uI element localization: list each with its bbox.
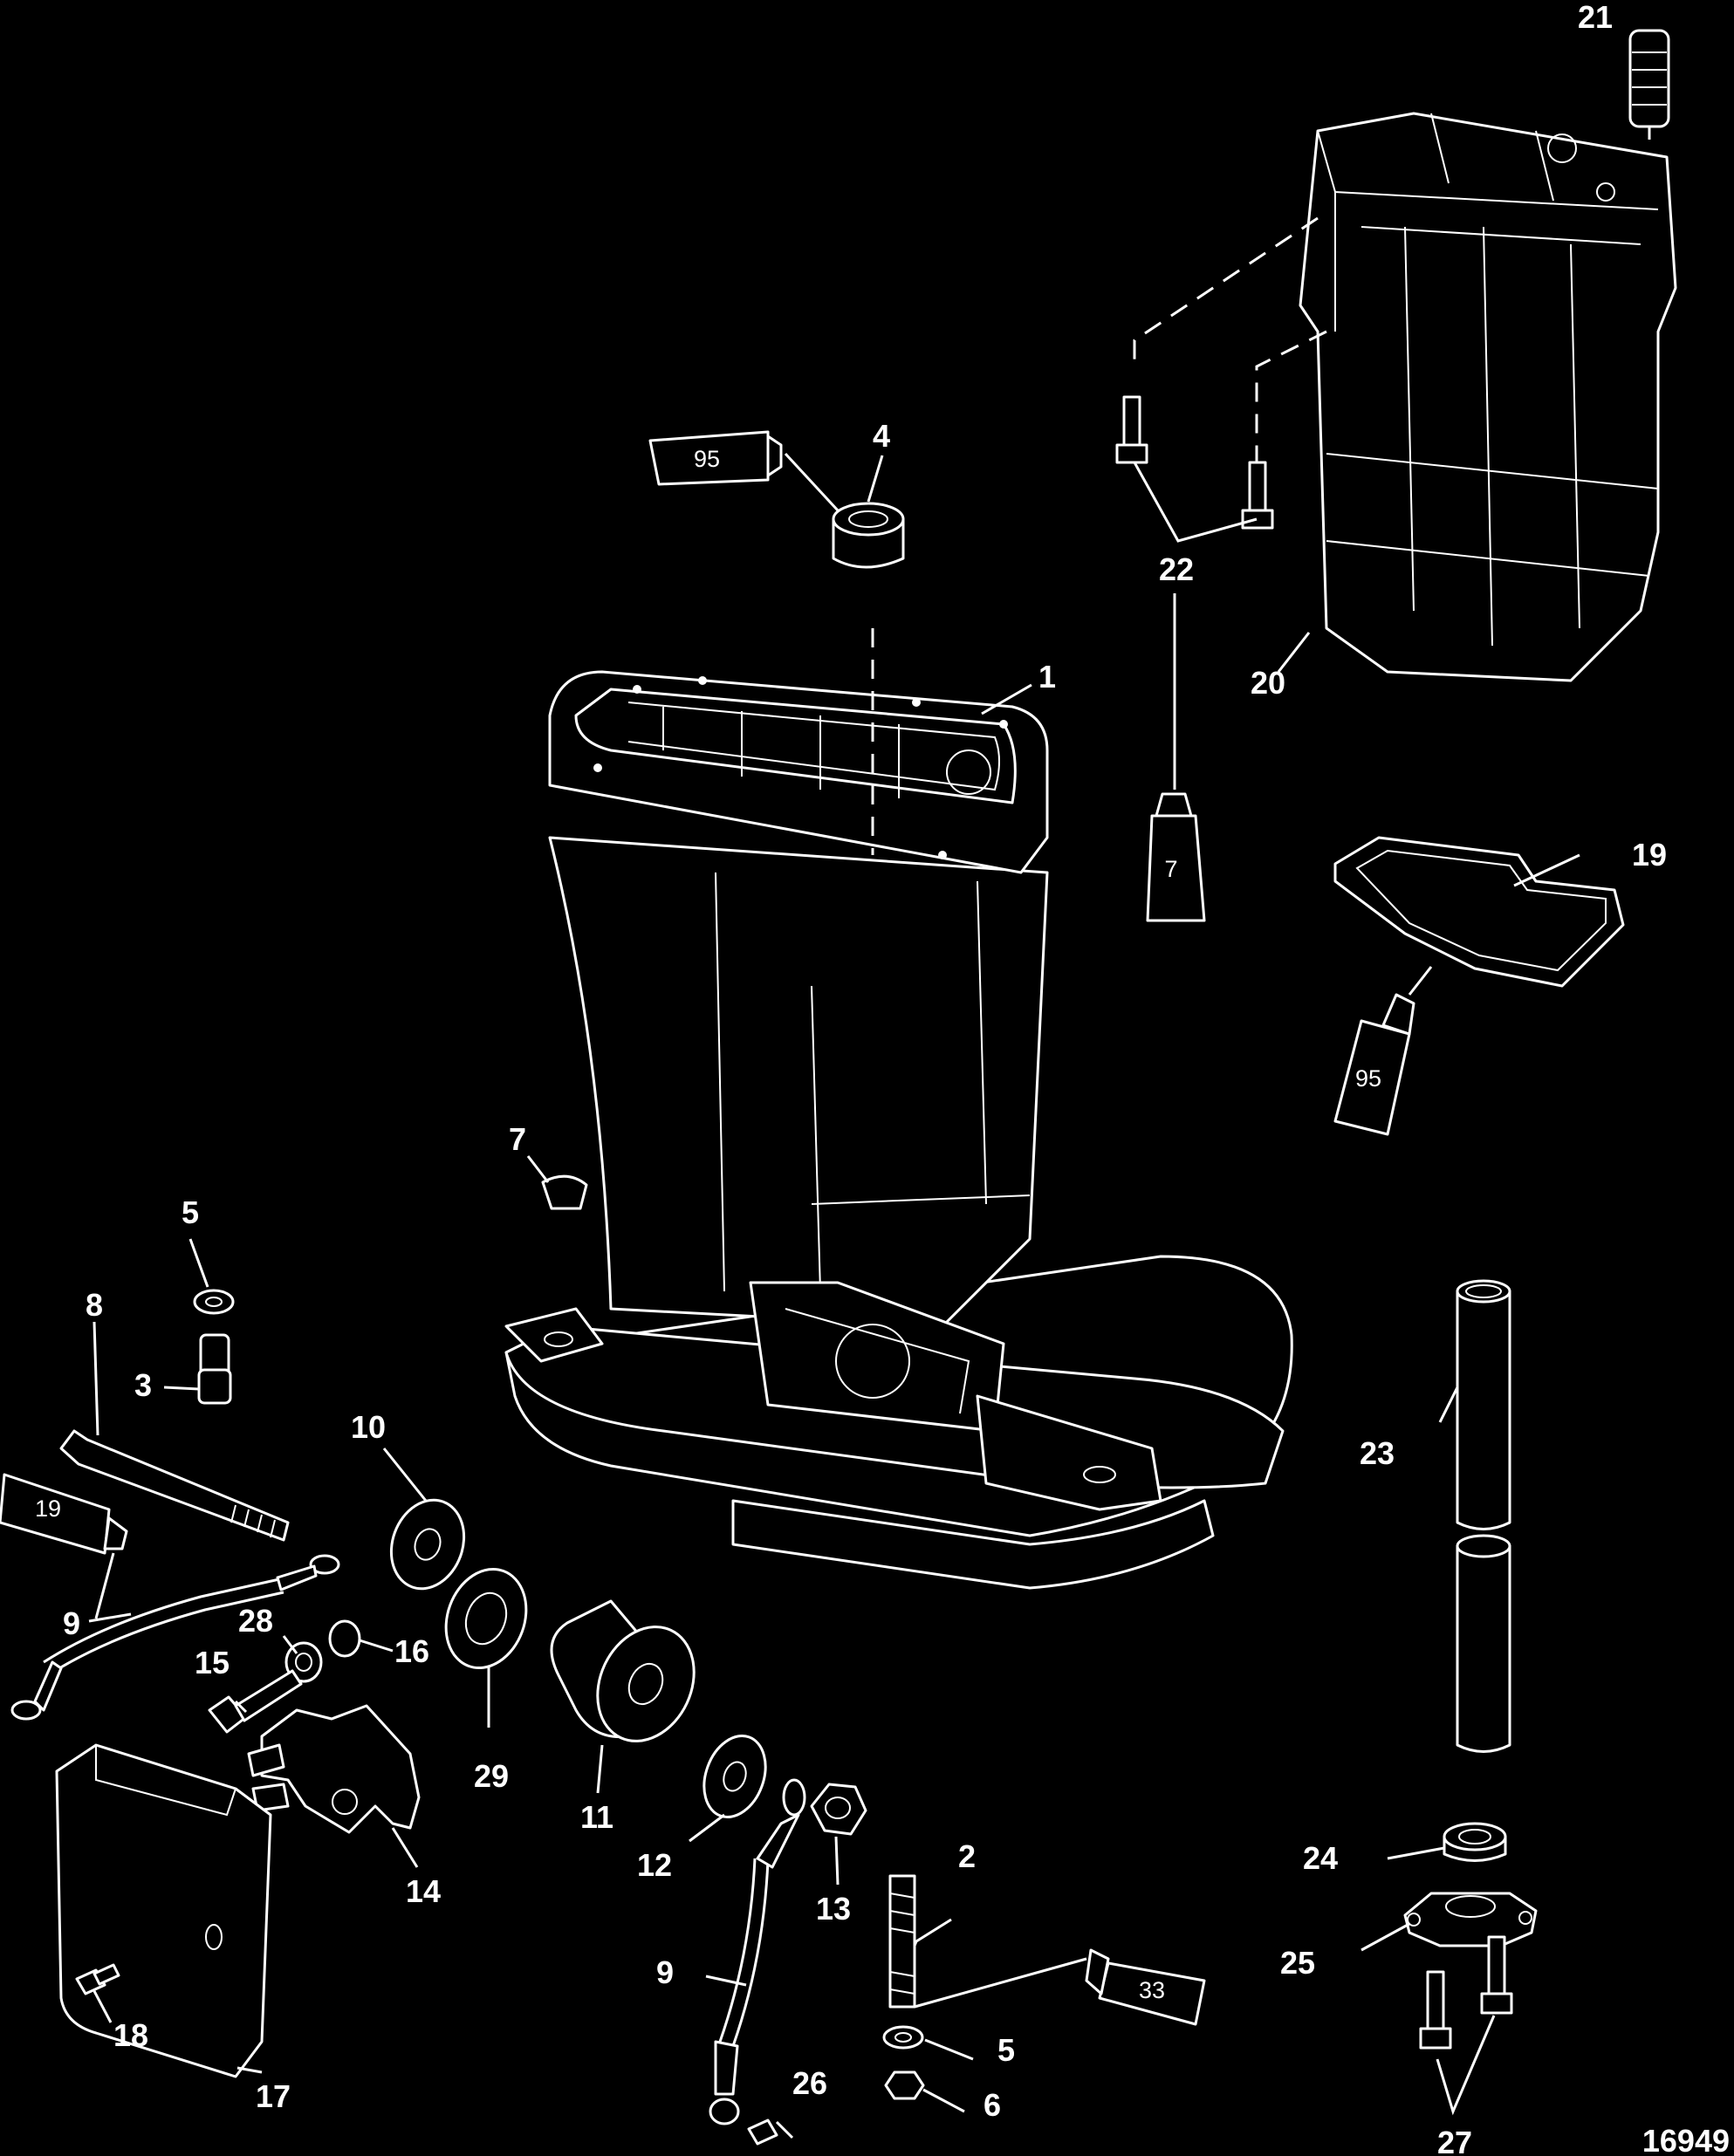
callout-28: 28 (238, 1603, 273, 1639)
callout-20: 20 (1251, 665, 1285, 701)
callout-4: 4 (873, 418, 890, 454)
callout-22: 22 (1159, 551, 1194, 587)
part-21-element (1628, 29, 1670, 140)
part-5-washer (193, 1289, 235, 1315)
part-27-bolts (1419, 1935, 1513, 2050)
diagram-id: 16949 (1642, 2123, 1730, 2156)
adapter-plate (1133, 112, 1677, 682)
part-19-gasket (1333, 836, 1625, 988)
callout-9-left: 9 (63, 1605, 80, 1641)
callout-11: 11 (580, 1799, 613, 1835)
leader-lines (88, 452, 1580, 2139)
part-24-seal (1443, 1822, 1507, 1862)
part-23-tube-upper (1456, 1279, 1511, 1530)
part-15-bolt (208, 1669, 303, 1734)
callout-29: 29 (474, 1758, 509, 1794)
sealant-tube-95-right: 95 (1333, 993, 1415, 1136)
part-17-cover (55, 1743, 272, 2078)
part-26-screw (747, 2118, 778, 2146)
tube-label: 19 (35, 1496, 61, 1522)
callout-3: 3 (134, 1367, 152, 1403)
part-12-washer (703, 1735, 767, 1818)
callout-15: 15 (195, 1645, 230, 1680)
callout-25: 25 (1280, 1945, 1315, 1981)
part-13-nut (810, 1783, 867, 1836)
callout-23: 23 (1360, 1435, 1395, 1471)
callout-2: 2 (958, 1838, 976, 1874)
part-9-strap-left (10, 1554, 340, 1721)
part-23-tube-lower (1456, 1534, 1511, 1753)
part-18-screw (75, 1963, 120, 1995)
sealant-tube-33: 33 (1085, 1948, 1206, 2026)
callout-5: 5 (182, 1194, 199, 1230)
part-2-stud (888, 1874, 916, 2009)
callout-21: 21 (1578, 0, 1613, 35)
part-16-washer (328, 1619, 361, 1658)
tube-label: 33 (1139, 1977, 1165, 2003)
sealant-tube-7: 7 (1146, 792, 1206, 922)
tube-label: 95 (1355, 1065, 1381, 1092)
callout-14: 14 (406, 1873, 441, 1909)
callout-6: 6 (984, 2087, 1001, 2123)
callout-18: 18 (113, 2017, 148, 2053)
part-22-bolts (1115, 395, 1274, 530)
part-8-stud (59, 1429, 290, 1542)
callout-8: 8 (86, 1287, 103, 1323)
part-10-washer (389, 1498, 466, 1591)
part-29-washer (444, 1567, 528, 1670)
callout-17: 17 (256, 2078, 291, 2114)
part-25-retainer (1403, 1892, 1538, 1947)
driveshaft-housing (504, 628, 1293, 1590)
callout-labels: 1 2 3 4 5 5 6 7 8 9 9 10 11 12 13 14 15 … (63, 0, 1667, 2156)
callout-7: 7 (509, 1121, 526, 1157)
part-11-mount (550, 1599, 696, 1742)
part-14-bracket (247, 1704, 421, 1834)
part-4-grommet (832, 502, 905, 569)
tube-label: 95 (694, 446, 720, 472)
part-6-nut (884, 2070, 925, 2100)
part-7-plug (541, 1174, 588, 1210)
callout-9-right: 9 (656, 1954, 674, 1990)
part-3-pin (197, 1333, 232, 1405)
part-9-strap-right (709, 1778, 806, 2125)
callout-5-lower: 5 (997, 2032, 1015, 2068)
callout-27: 27 (1437, 2125, 1472, 2156)
callout-24: 24 (1303, 1840, 1338, 1876)
tube-label: 7 (1164, 856, 1177, 882)
callout-12: 12 (637, 1847, 672, 1883)
callout-19: 19 (1632, 837, 1667, 873)
callout-16: 16 (394, 1633, 429, 1669)
callout-1: 1 (1038, 659, 1056, 695)
sealant-tube-95-top: 95 (648, 430, 783, 486)
callout-10: 10 (351, 1409, 386, 1445)
callout-26: 26 (792, 2065, 827, 2101)
sealant-tube-19: 19 (0, 1473, 128, 1555)
callout-13: 13 (816, 1891, 851, 1927)
part-5-washer-lower (882, 2025, 924, 2050)
